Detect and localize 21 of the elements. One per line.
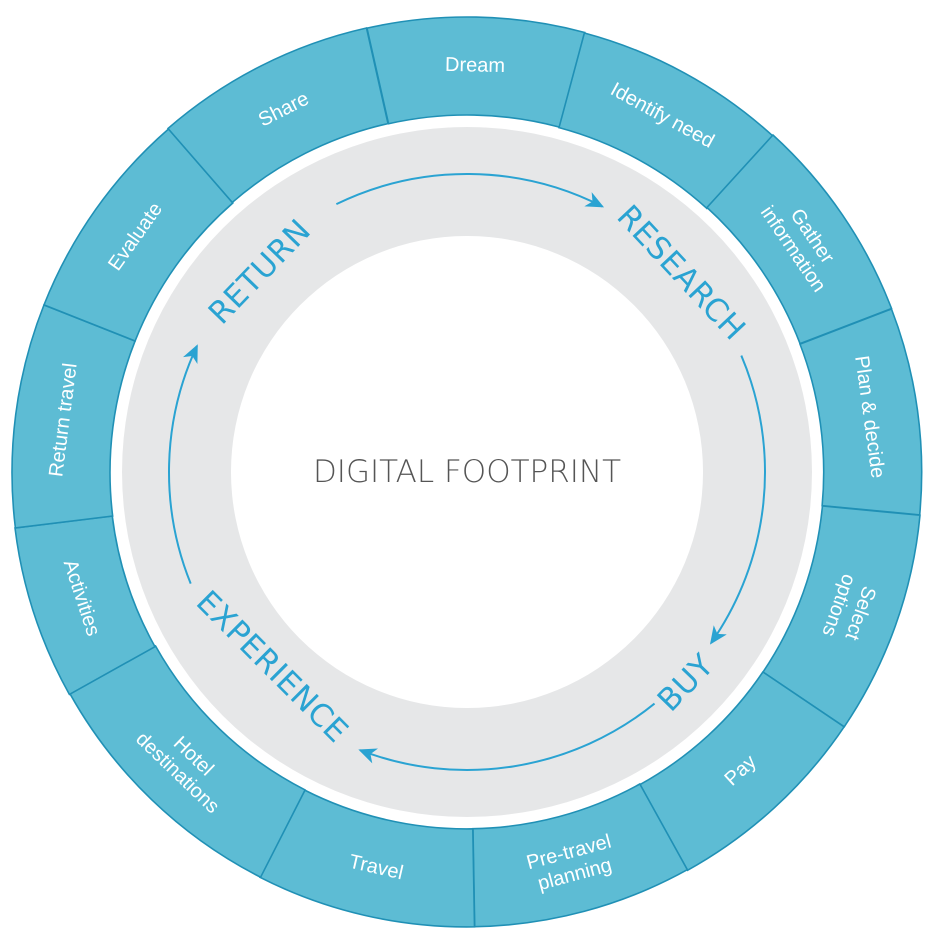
segment-label: Select options [816,570,882,645]
segment-label: Pay [720,750,762,793]
segment-label: Travel [346,849,406,886]
curved-arrow [168,344,198,584]
curved-arrow [358,702,656,771]
ring-segment [800,308,922,515]
segment-label: Plan & decide [849,353,890,482]
ring-segment [260,790,475,927]
ring-segment [473,784,688,927]
curved-arrow [710,355,766,645]
ring-segment [168,28,388,203]
segment-label: Return travel [44,361,83,481]
ring-segment [366,17,585,128]
segment-label: Activities [58,556,106,641]
curved-arrow [336,173,604,208]
ring-segment [762,506,920,726]
ring-segment [15,516,156,694]
center-title: DIGITAL FOOTPRINT [312,454,622,490]
ring-segment [12,304,136,528]
segment-label: Dream [444,52,506,80]
segment-label: Share [254,86,314,134]
